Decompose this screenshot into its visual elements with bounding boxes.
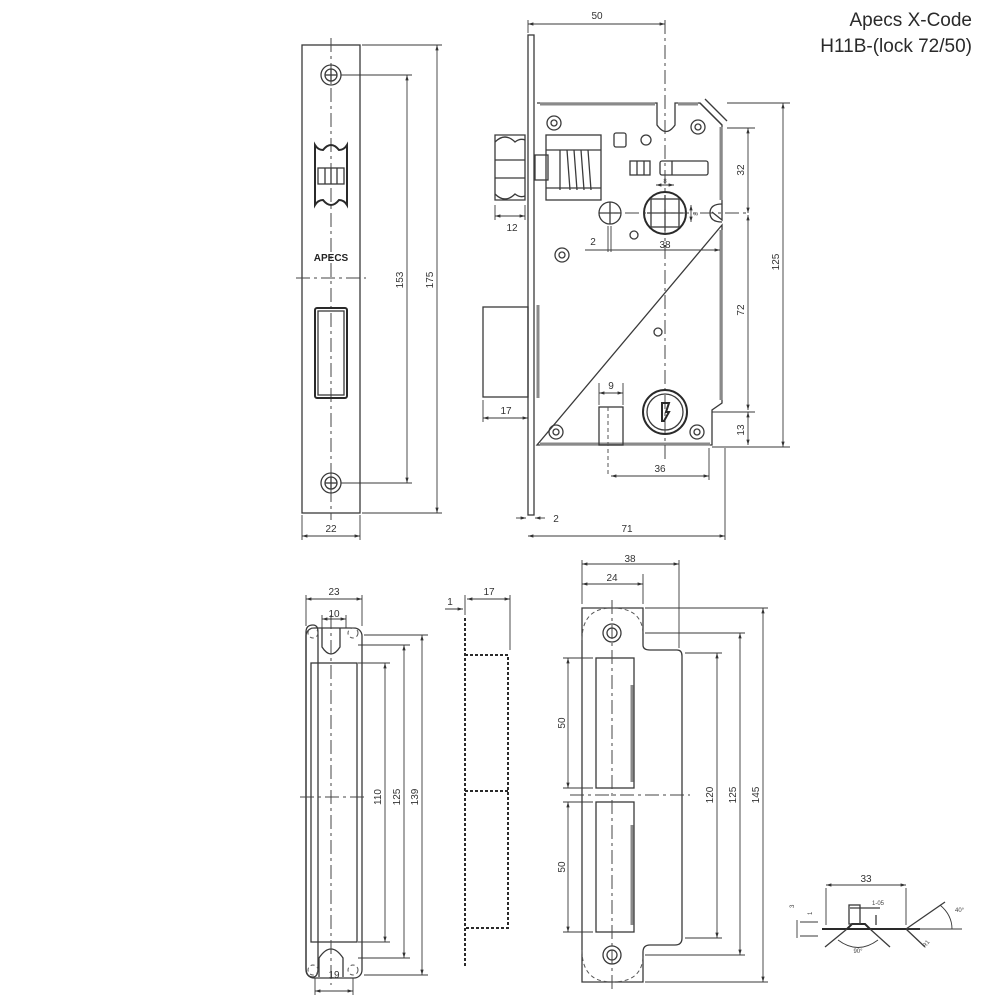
spindle-hub — [598, 191, 723, 240]
dim-angle-right: 40° — [955, 908, 965, 914]
dim-strike-b-screws: 125 — [728, 786, 739, 803]
strike-opening-bottom — [595, 801, 635, 933]
deadbolt-opening — [314, 307, 348, 399]
dim-screw-spacing: 153 — [395, 271, 406, 288]
dim-slot-top: 10 — [328, 609, 340, 620]
dim-section-offset: 1 — [808, 911, 814, 915]
latch-bolt — [494, 134, 602, 201]
dim-strike-height: 139 — [410, 788, 421, 805]
strike-side-view: 17 1 — [445, 587, 511, 968]
dim-section-width: 33 — [860, 874, 872, 885]
dim-faceplate-thickness: 2 — [553, 514, 559, 525]
dim-key-to-edge: 36 — [654, 464, 666, 475]
dim-slot-bottom: 19 — [328, 970, 340, 981]
dim-deadbolt-projection: 17 — [500, 406, 512, 417]
key-cylinder — [598, 389, 688, 475]
dim-key-slot: 9 — [608, 381, 614, 392]
screw-icon — [690, 119, 706, 135]
dim-spindle-offset: 2 — [590, 237, 596, 248]
faceplate-view: APECS 153 175 22 — [296, 38, 442, 540]
dim-spindle-square: 8 — [663, 179, 667, 185]
dim-chamfer: R1 — [922, 939, 932, 949]
dim-strike-thickness: 1 — [447, 597, 453, 608]
dim-strike-b-narrow: 24 — [606, 573, 618, 584]
dim-total-depth: 71 — [621, 524, 633, 535]
dim-key-to-bottom: 13 — [736, 424, 747, 436]
screw-icon — [548, 424, 564, 440]
screw-icon — [554, 247, 570, 263]
dim-thread: 1-05 — [872, 901, 885, 907]
screw-icon — [546, 115, 562, 131]
deadbolt — [482, 305, 540, 398]
product-name: Apecs X-Code — [849, 10, 972, 31]
drawing-title: Apecs X-Code H11B-(lock 72/50) — [820, 8, 972, 60]
dim-center-distance: 72 — [736, 304, 747, 316]
dim-opening-bottom: 50 — [557, 861, 568, 873]
dim-latch-projection: 12 — [506, 223, 518, 234]
screw-icon — [689, 424, 705, 440]
strike-plate-a-view: 23 10 19 110 125 139 — [300, 587, 428, 995]
dim-spindle-hole: 8 — [694, 212, 700, 216]
dim-height: 175 — [425, 271, 436, 288]
dim-strike-b-inner: 120 — [705, 786, 716, 803]
dim-top-to-spindle: 32 — [736, 164, 747, 176]
dim-strike-inner: 110 — [373, 789, 384, 805]
lock-body-view: 50 12 17 2 38 8 8 32 72 13 125 9 36 — [482, 11, 790, 540]
lock-faceplate-edge — [527, 34, 535, 516]
dim-body-height: 125 — [771, 253, 782, 270]
dim-width: 22 — [325, 524, 337, 535]
strike-plate-b-view: 38 24 50 50 120 125 145 — [557, 554, 768, 992]
dim-strike-b-height: 145 — [751, 786, 762, 803]
latch-opening — [314, 141, 348, 209]
dim-strike-b-total: 38 — [624, 554, 636, 565]
dim-spindle-to-edge: 38 — [659, 240, 671, 251]
dim-section-depth: 3 — [790, 904, 796, 908]
faceplate-logo: APECS — [314, 253, 349, 264]
dim-opening-top: 50 — [557, 717, 568, 729]
product-model: H11B-(lock 72/50) — [820, 36, 972, 57]
dim-backset: 50 — [591, 11, 603, 22]
dim-strike-depth: 17 — [483, 587, 495, 598]
section-detail-view: 1-05 90° 33 3 1 40° R1 — [790, 874, 965, 955]
dim-angle-bottom: 90° — [853, 949, 863, 955]
strike-opening-top — [595, 657, 635, 789]
dim-strike-width: 23 — [328, 587, 340, 598]
dim-strike-screws: 125 — [392, 788, 403, 805]
